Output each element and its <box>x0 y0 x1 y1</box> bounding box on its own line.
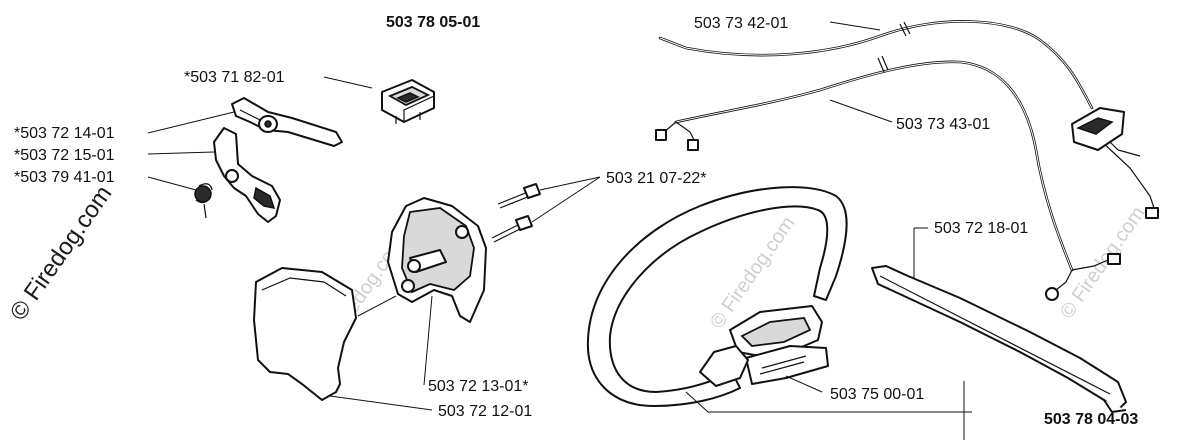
switch-part <box>381 79 435 124</box>
cable-assembly <box>655 20 1159 301</box>
leader-handle-clamp <box>785 375 823 393</box>
bracket-group-line <box>685 381 972 440</box>
trigger-part <box>231 97 343 147</box>
leader-cable-lower <box>829 99 893 123</box>
label-trigger: *503 72 14-01 <box>14 125 115 142</box>
lockout-part <box>213 127 281 223</box>
leader-spring <box>147 176 197 191</box>
label-screws: 503 21 07-22* <box>606 170 707 187</box>
label-switch: *503 71 82-01 <box>184 69 285 86</box>
watermark-main: © Firedog.com <box>5 181 118 326</box>
label-cable-upper: 503 73 42-01 <box>694 15 788 32</box>
assembly-number-bottom-right: 503 78 04-03 <box>1044 411 1138 428</box>
label-cover: 503 72 12-01 <box>438 403 532 420</box>
cover-part <box>253 267 357 401</box>
handle-half-part <box>387 197 487 323</box>
label-handle-clamp: 503 75 00-01 <box>830 386 924 403</box>
label-handle-half: 503 72 13-01* <box>428 378 529 395</box>
label-bracket: 503 72 18-01 <box>934 220 1028 237</box>
leader-cover-b <box>357 295 397 317</box>
spring-part <box>194 183 213 219</box>
leader-cover-a <box>329 395 433 411</box>
loop-handle-part <box>586 186 848 407</box>
assembly-number-top: 503 78 05-01 <box>386 14 480 31</box>
leader-screws-a <box>539 176 601 191</box>
label-spring: *503 79 41-01 <box>14 169 115 186</box>
label-cable-lower: 503 73 43-01 <box>896 116 990 133</box>
leader-bracket <box>913 227 928 278</box>
leader-cable-upper <box>829 21 881 31</box>
leader-screws-b <box>531 176 601 223</box>
leader-lockout <box>147 151 215 155</box>
screws-part <box>491 183 541 243</box>
bracket-part <box>871 265 1127 413</box>
label-lockout: *503 72 15-01 <box>14 147 115 164</box>
leader-handle-half <box>423 295 433 386</box>
leader-switch <box>323 76 373 89</box>
leader-trigger <box>147 111 235 134</box>
